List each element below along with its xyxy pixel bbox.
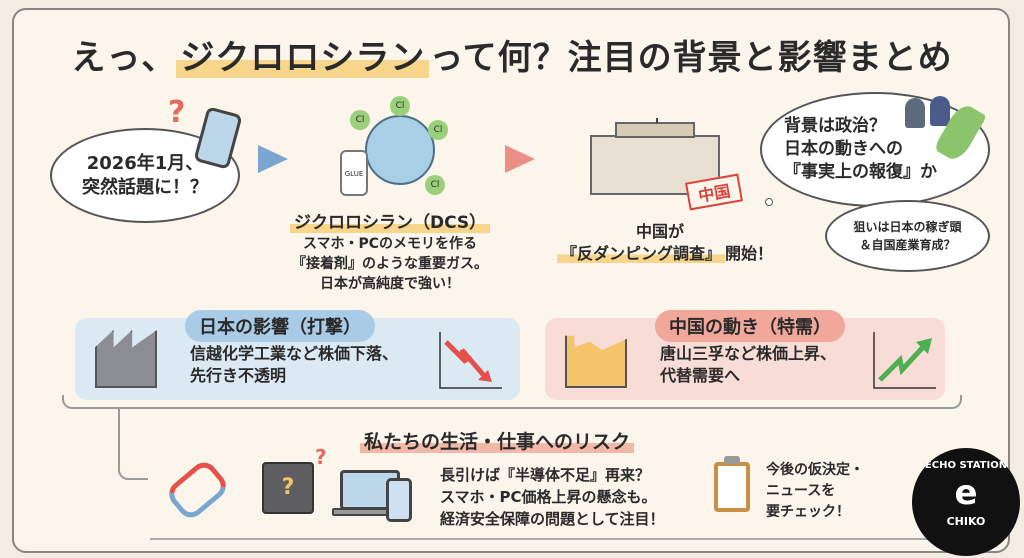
politics-sub1: 狙いは日本の稼ぎ頭 [853, 220, 962, 234]
japan-impact-text: 信越化学工業など株価下落、先行き不透明 [190, 343, 398, 387]
china-move-text: 唐山三孚など株価上昇、代替需要へ [660, 343, 836, 387]
title-suffix: って何？注目の背景と影響まとめ [429, 38, 953, 78]
check-text: 今後の仮決定・ニュースを要チェック！ [766, 460, 864, 523]
checklist-clipboard-icon [714, 462, 750, 512]
china-move-line1: 唐山三孚など株価上昇、 [660, 344, 837, 363]
risk-line2: スマホ・PC価格上昇の懸念も。 [440, 488, 657, 506]
thought-dot [765, 198, 773, 206]
chlorine-atom-icon: Cl [425, 175, 445, 195]
logo-e-mark: e [954, 473, 978, 513]
page-title: えっ、ジクロロシランって何？注目の背景と影響まとめ [0, 30, 1024, 79]
logo-bottom-text: CHIKO [946, 515, 986, 528]
building-roof [615, 122, 695, 138]
chlorine-atom-icon: Cl [350, 110, 370, 130]
japan-impact-label: 日本の影響（打撃） [185, 310, 375, 342]
question-icon: ? [315, 445, 327, 469]
aim-cloud: 狙いは日本の稼ぎ頭 ＆自国産業育成？ [825, 200, 990, 272]
dcs-name-text: ジクロロシラン（DCS） [290, 213, 491, 233]
dcs-description: スマホ・PCのメモリを作る『接着剤』のような重要ガス。日本が高純度で強い！ [270, 234, 510, 294]
dcs-line2: 『接着剤』のような重要ガス。 [292, 256, 488, 272]
check-line1: 今後の仮決定・ [766, 462, 864, 478]
politics-sub2: ＆自国産業育成？ [859, 238, 956, 252]
title-highlight: ジクロロシラン [176, 38, 430, 78]
check-line2: ニュースを [766, 483, 836, 499]
sad-factory-icon [95, 330, 157, 388]
risk-line3: 経済安全保障の問題として注目！ [440, 510, 665, 528]
risk-text: 長引けば『半導体不足』再来？ スマホ・PC価格上昇の懸念も。経済安全保障の問題とし… [440, 464, 665, 530]
intro-line1: 2026年1月、 [86, 152, 204, 174]
connector-arrow-icon [118, 408, 148, 480]
logo-top-text: ECHO STATION [924, 460, 1008, 471]
chlorine-atom-icon: Cl [428, 120, 448, 140]
check-line3: 要チェック！ [766, 504, 850, 520]
risk-title: 私たちの生活・仕事へのリスク [360, 427, 635, 454]
dcs-line1: スマホ・PCのメモリを作る [302, 236, 478, 252]
china-move-label: 中国の動き（特需） [655, 310, 845, 342]
china-line1: 中国が [635, 222, 684, 241]
china-move-line2: 代替需要へ [660, 366, 741, 385]
risk-line1: 長引けば『半導体不足』再来？ [440, 466, 651, 484]
politics-line1: 背景は政治？ [784, 116, 886, 136]
stock-down-chart-icon [439, 332, 502, 389]
bottom-divider [150, 538, 940, 540]
stock-up-chart-icon [873, 332, 936, 389]
glue-bottle-icon: GLUE [340, 150, 368, 196]
question-icon: ? [168, 95, 186, 130]
flagpole [656, 118, 658, 123]
politician-icon [905, 98, 925, 128]
politics-line3: 『事実上の報復』か [784, 162, 937, 182]
bracket-divider [62, 395, 962, 409]
china-line2: 『反ダンピング調査』開始！ [545, 240, 785, 264]
politics-line2: 日本の動きへの [784, 139, 903, 159]
smartphone-icon [386, 478, 412, 522]
japan-impact-line1: 信越化学工業など株価下落、 [190, 344, 399, 363]
arrow-right-icon [258, 145, 288, 173]
dcs-line3: 日本が高純度で強い！ [320, 276, 460, 292]
echo-station-logo: ECHO STATION e CHIKO [912, 448, 1020, 556]
chip-question-icon: ? [262, 462, 314, 514]
title-prefix: えっ、 [71, 38, 177, 78]
arrow-right-icon [505, 145, 535, 173]
chlorine-atom-icon: Cl [390, 96, 410, 116]
molecule-icon [365, 115, 435, 185]
risk-title-text: 私たちの生活・仕事へのリスク [360, 431, 635, 453]
japan-impact-line2: 先行き不透明 [190, 366, 287, 385]
china-highlight: 『反ダンピング調査』 [556, 244, 725, 263]
china-suffix: 開始！ [725, 244, 774, 263]
dcs-name: ジクロロシラン（DCS） [290, 208, 491, 233]
intro-line2: 突然話題に！？ [82, 176, 208, 198]
politician-icon [930, 96, 950, 126]
clipboard-clip [724, 456, 740, 464]
